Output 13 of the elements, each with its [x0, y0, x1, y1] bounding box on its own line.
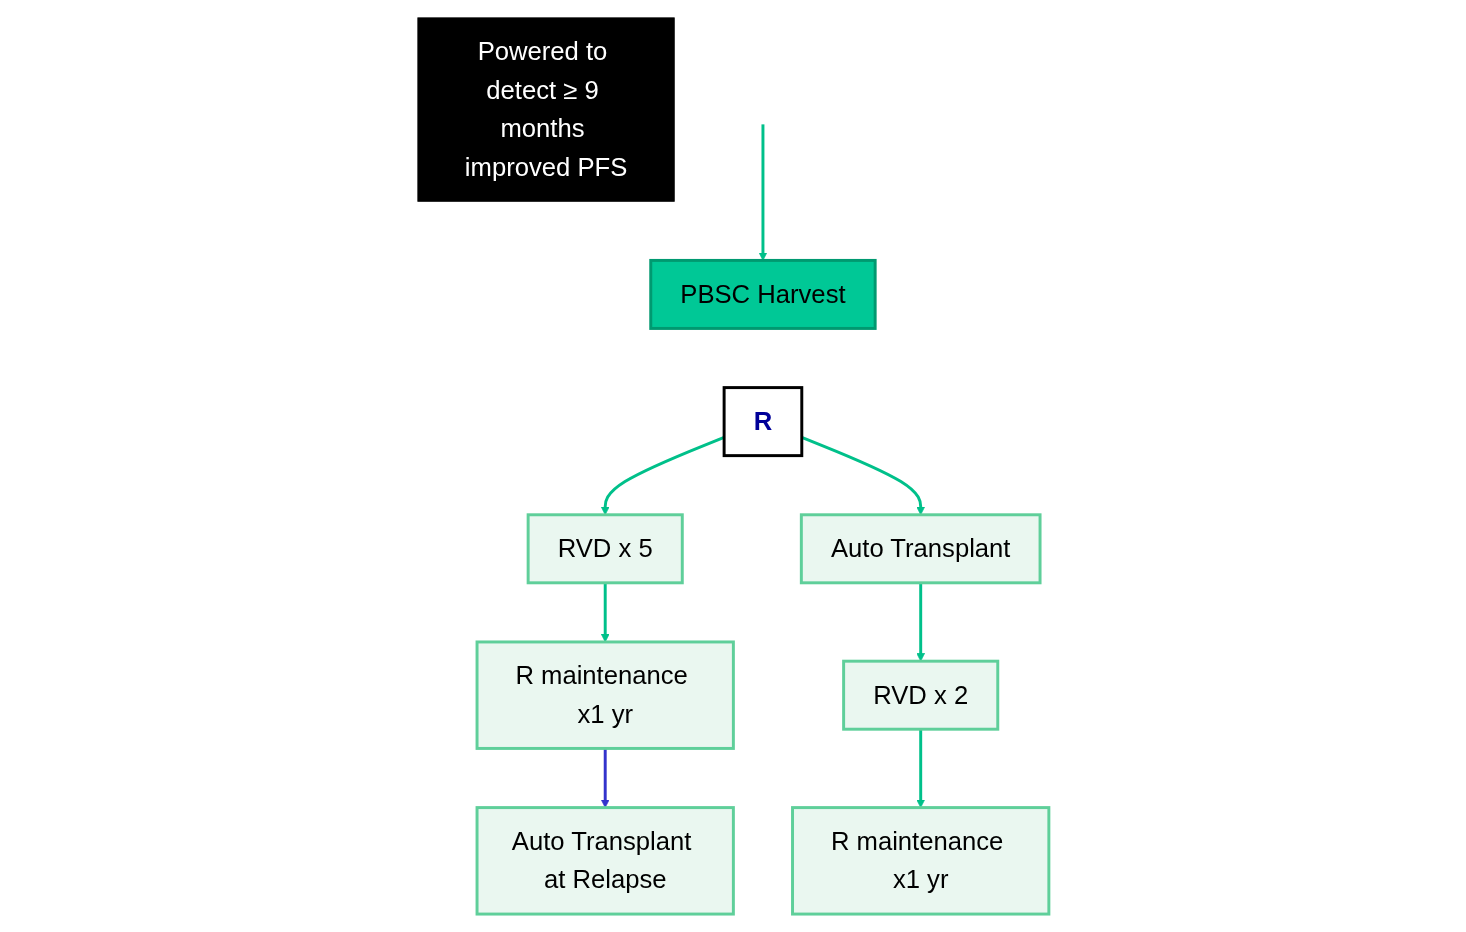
node-box: Powered to detect ≥ 9 months improved PFS	[417, 17, 675, 202]
node-box: R maintenance x1 yr	[790, 806, 1050, 916]
arrow	[916, 729, 925, 808]
node-box: RVD x 5	[526, 513, 684, 585]
node-box: PBSC Harvest	[648, 258, 877, 330]
node-box: R maintenance x1 yr	[475, 640, 735, 750]
node-box: RVD x 2	[841, 659, 999, 731]
arrow	[600, 748, 610, 808]
node-box: Auto Transplant	[799, 513, 1042, 585]
arrow	[758, 124, 767, 261]
node-box: Auto Transplant at Relapse	[475, 806, 735, 916]
arrow	[916, 582, 925, 662]
node-box: R	[722, 386, 803, 458]
